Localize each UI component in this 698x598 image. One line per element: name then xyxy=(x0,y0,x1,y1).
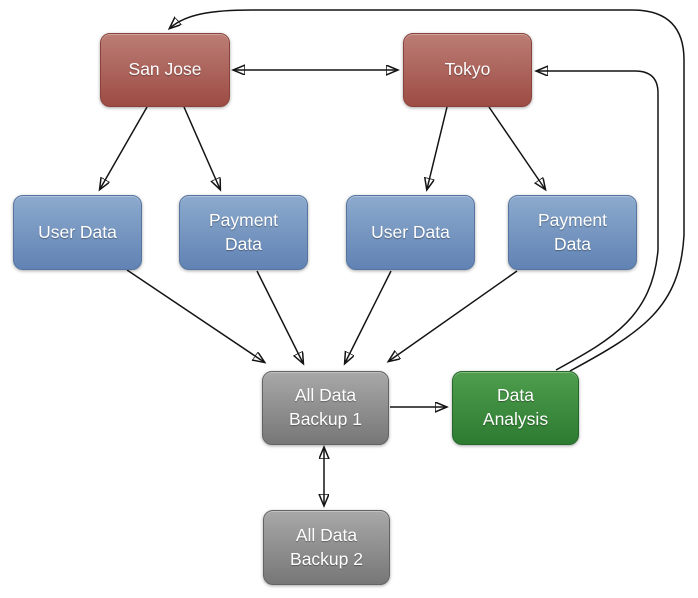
edge-data-analysis-tokyo xyxy=(537,71,659,371)
edge-san-jose-user-data-left xyxy=(100,106,148,189)
edge-san-jose-payment-data-left xyxy=(183,106,220,189)
node-payment-data-left: Payment Data xyxy=(179,195,308,270)
node-payment-data-right: Payment Data xyxy=(508,195,637,270)
edge-payment-data-right-backup-1 xyxy=(389,270,518,361)
node-tokyo: Tokyo xyxy=(403,33,532,107)
edge-user-data-right-backup-1 xyxy=(345,270,392,363)
edge-tokyo-payment-data-right xyxy=(488,106,545,189)
node-san-jose: San Jose xyxy=(100,33,230,107)
node-user-data-right: User Data xyxy=(346,195,475,270)
edge-tokyo-user-data-right xyxy=(427,106,448,189)
edge-payment-data-left-backup-1 xyxy=(256,270,303,363)
node-data-analysis: Data Analysis xyxy=(452,371,579,445)
node-all-data-backup-1: All Data Backup 1 xyxy=(262,371,389,445)
node-user-data-left: User Data xyxy=(13,195,142,270)
edge-data-analysis-san-jose xyxy=(170,9,685,372)
edge-user-data-left-backup-1 xyxy=(126,269,264,362)
node-all-data-backup-2: All Data Backup 2 xyxy=(263,510,390,585)
